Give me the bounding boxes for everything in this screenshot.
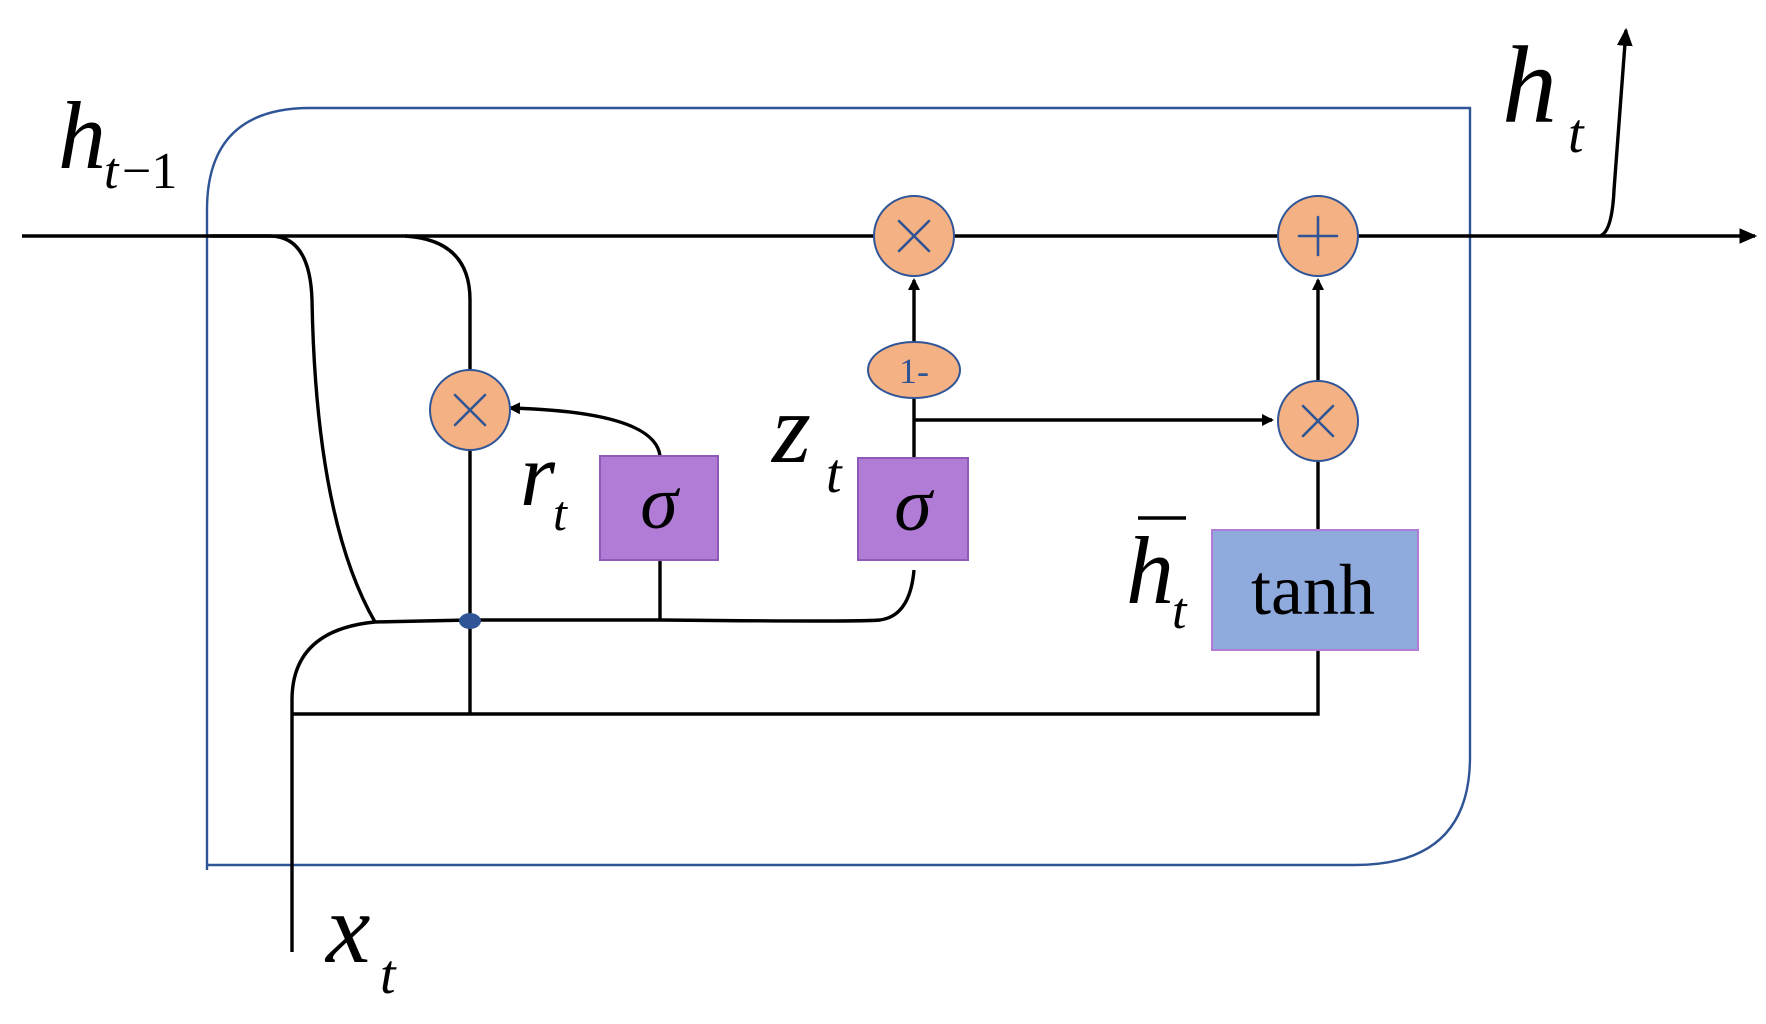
h-out-label: h t — [1502, 24, 1585, 165]
svg-text:t: t — [1172, 583, 1188, 640]
svg-text:−1: −1 — [122, 143, 177, 200]
sum-node — [1277, 195, 1359, 277]
h-prev-to-reset-multiply-wire — [404, 234, 472, 380]
reset-sigma-to-multiply-arrow — [508, 402, 662, 457]
svg-text:h: h — [1502, 24, 1557, 146]
lower-bus-wire — [292, 650, 1320, 716]
multiply-icon — [897, 219, 931, 253]
reset-gate-label: r t — [520, 426, 568, 541]
x-input-label: x t — [324, 873, 397, 1006]
svg-text:h: h — [1126, 517, 1174, 624]
candidate-tanh-label: tanh — [1251, 550, 1375, 630]
multiply-icon — [1301, 404, 1335, 438]
plus-icon — [1297, 215, 1339, 257]
svg-text:t: t — [104, 143, 120, 200]
svg-text:t: t — [380, 944, 397, 1006]
svg-text:t: t — [553, 485, 568, 541]
svg-text:x: x — [324, 873, 370, 984]
svg-text:t: t — [826, 443, 843, 505]
svg-text:z: z — [770, 373, 811, 484]
reset-gate-sigma: σ — [599, 455, 719, 561]
one-minus-node: 1- — [867, 341, 961, 399]
output-branch-arrow — [1599, 27, 1633, 238]
update-gate-label: z t — [770, 373, 843, 505]
update-gate-sigma: σ — [857, 457, 969, 561]
h-prev-label: h t −1 — [58, 82, 177, 200]
multiply-icon — [453, 393, 487, 427]
candidate-tanh: tanh — [1211, 529, 1419, 651]
candidate-state-label: h t — [1126, 516, 1188, 640]
update-multiply-node — [873, 195, 955, 277]
update-gate-sigma-label: σ — [894, 463, 934, 547]
svg-text:h: h — [58, 82, 106, 189]
reset-multiply-node — [429, 369, 511, 451]
concat-bus-wire — [374, 569, 916, 624]
junction-dot — [459, 613, 481, 629]
h-prev-to-bus-wire — [210, 234, 377, 623]
cell-frame — [205, 106, 1472, 870]
candidate-multiply-node — [1277, 380, 1359, 462]
x-input-wire — [290, 620, 376, 952]
reset-gate-sigma-label: σ — [640, 461, 680, 545]
one-minus-label: 1- — [899, 351, 929, 391]
svg-text:r: r — [520, 426, 556, 525]
svg-text:t: t — [1568, 103, 1585, 165]
